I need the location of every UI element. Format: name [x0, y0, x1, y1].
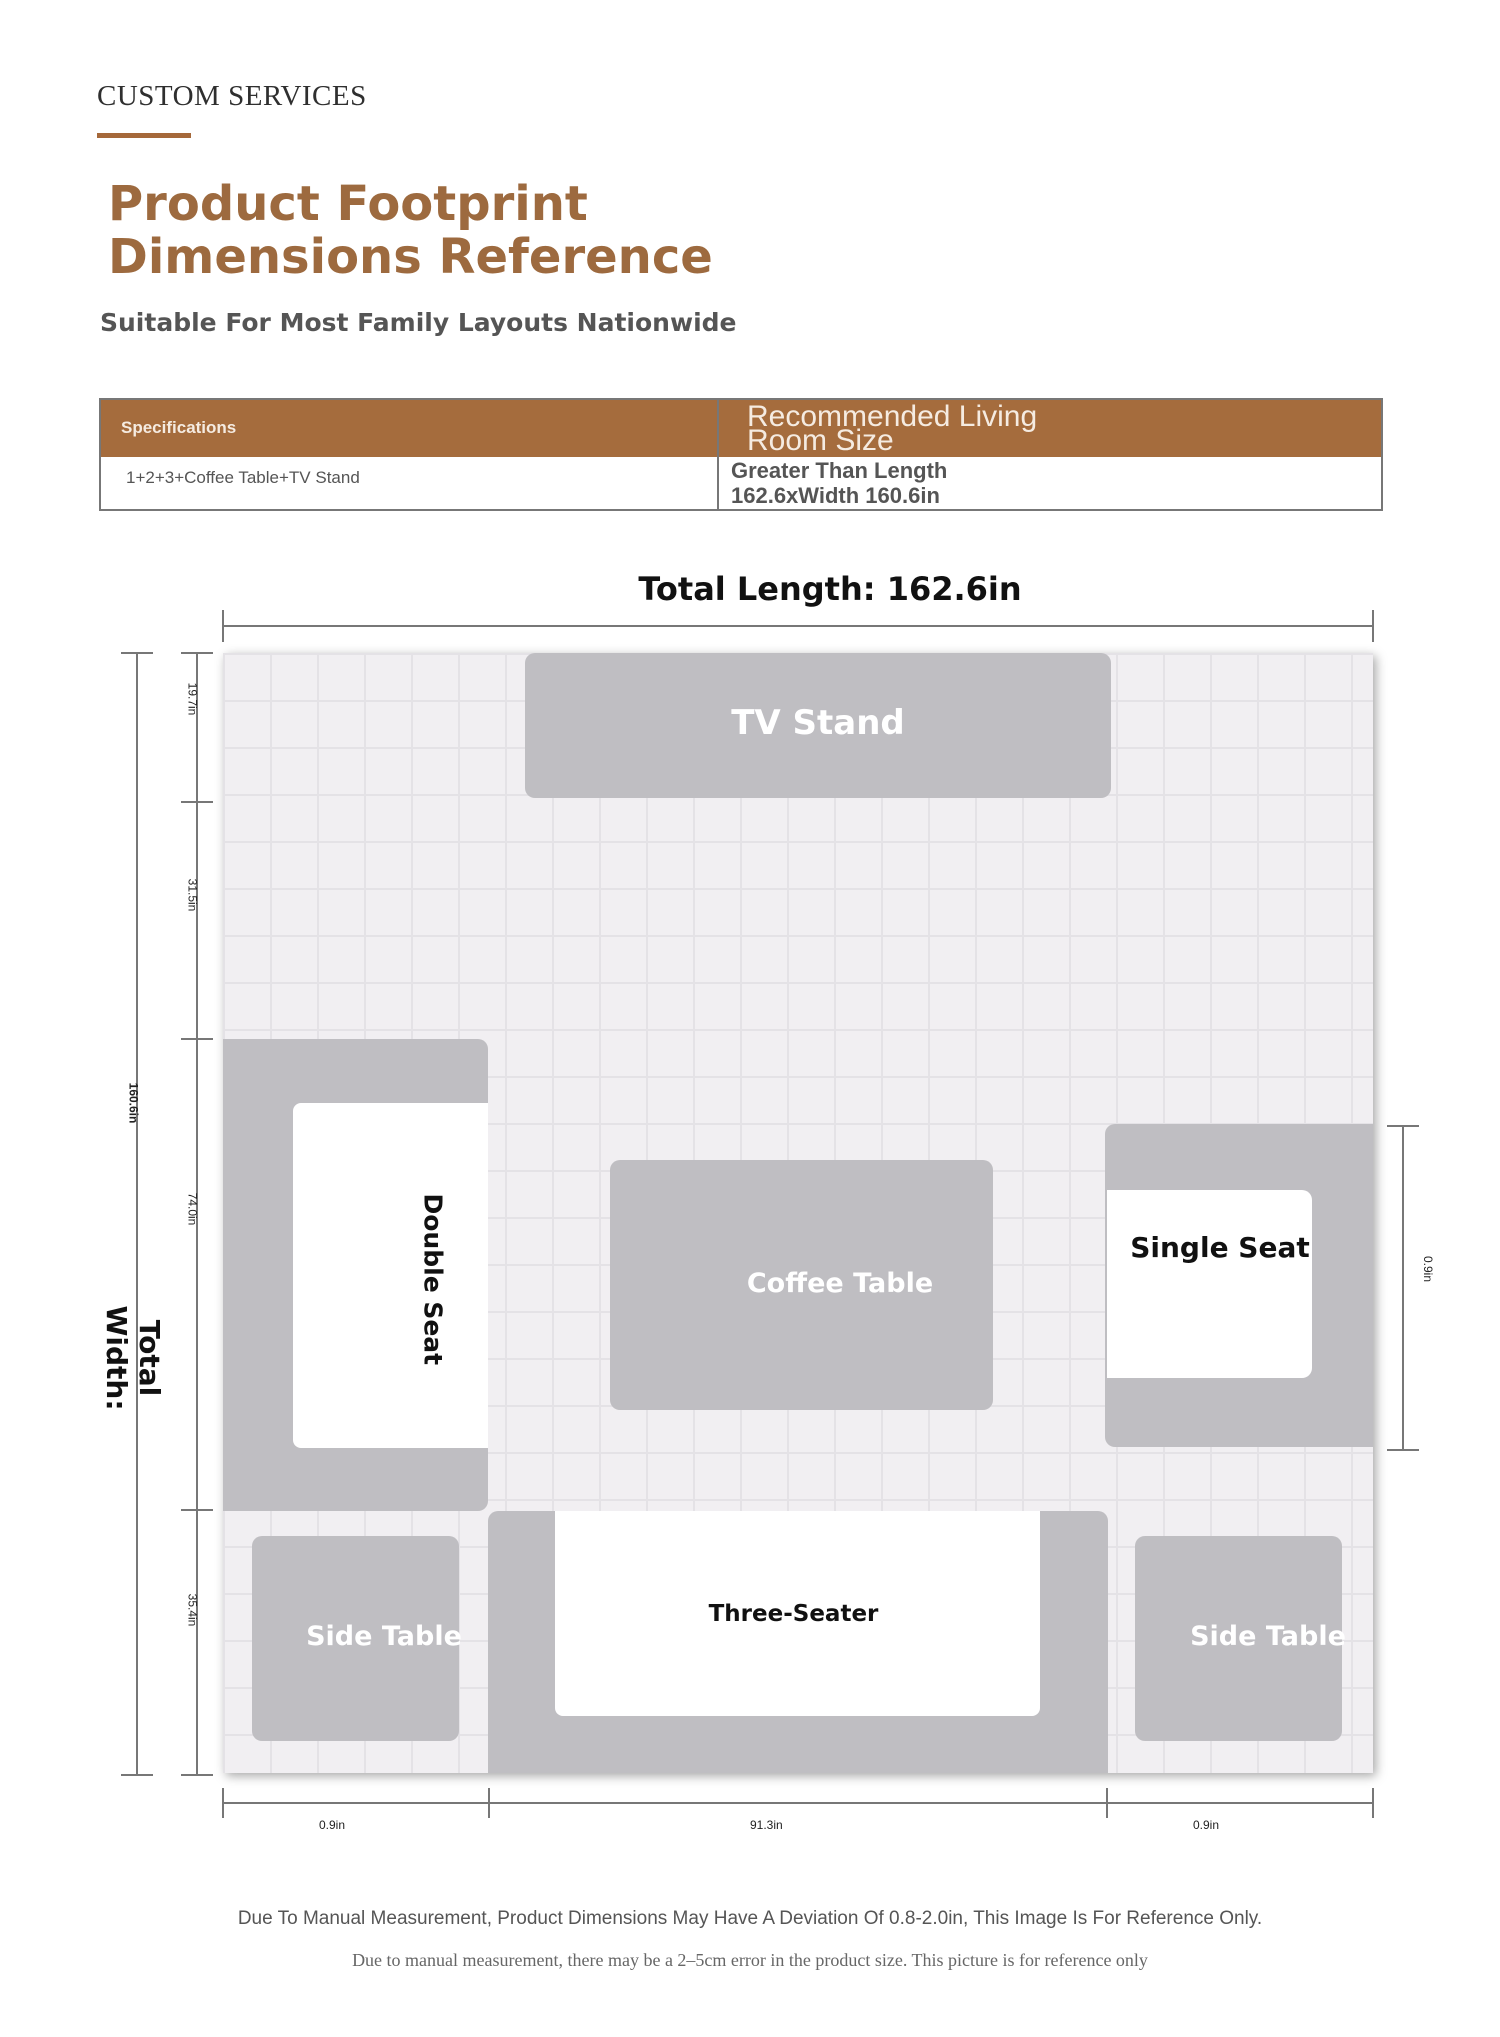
dim-total-width-value: 160.6in: [126, 1082, 141, 1124]
dim-double-seat-length: 74.0in: [185, 1192, 200, 1226]
page-title: Product Footprint Dimensions Reference: [108, 176, 713, 285]
total-width-label: Total Width:: [100, 1305, 166, 1411]
dim-bottom-middle: 91.3in: [750, 1818, 783, 1832]
side-table-left-label: Side Table: [306, 1621, 462, 1652]
dim-bottom-right: 0.9in: [1193, 1818, 1220, 1832]
dim-bottom-left: 0.9in: [319, 1818, 346, 1832]
double-seat-cushion: [293, 1103, 488, 1448]
spec-column-divider: [717, 400, 719, 509]
three-seater-label: Three-Seater: [708, 1601, 879, 1627]
footnote-deviation: Due To Manual Measurement, Product Dimen…: [237, 1908, 1263, 1929]
coffee-table: Coffee Table: [610, 1160, 993, 1410]
three-seater-cushion: [555, 1511, 1040, 1716]
brand-name: CUSTOM SERVICES: [97, 80, 367, 112]
spec-table-header: Specifications Recommended Living Room S…: [101, 400, 1381, 457]
footnote-metric: Due to manual measurement, there may be …: [352, 1950, 1148, 1970]
double-seat-label: Double Seat: [418, 1193, 448, 1366]
spec-table: Specifications Recommended Living Room S…: [99, 398, 1383, 511]
coffee-table-label: Coffee Table: [746, 1268, 934, 1299]
side-table-left: Side Table: [252, 1536, 462, 1741]
three-seater: Three-Seater: [488, 1511, 1108, 1773]
page-subtitle: Suitable For Most Family Layouts Nationw…: [100, 308, 737, 337]
dim-single-seat: 0.9in: [1421, 1255, 1436, 1283]
brand-underline: [97, 133, 191, 138]
single-seat: Single Seat: [1105, 1124, 1373, 1447]
side-table-right: Side Table: [1135, 1536, 1346, 1741]
dim-tv-gap: 31.5in: [185, 878, 200, 912]
spec-col1-header: Specifications: [121, 418, 237, 437]
spec-col2-header: Recommended Living Room Size: [747, 400, 1038, 457]
single-seat-cushion: [1107, 1190, 1312, 1378]
dim-tv-depth: 19.7in: [185, 682, 200, 716]
total-length-label: Total Length: 162.6in: [638, 570, 1022, 608]
floor-plan: TV Stand Double Seat Coffee Table Single…: [223, 653, 1373, 1773]
spec-col1-value: 1+2+3+Coffee Table+TV Stand: [126, 468, 360, 487]
single-seat-label: Single Seat: [1130, 1231, 1310, 1264]
tv-stand: TV Stand: [525, 653, 1111, 798]
spec-col2-value: Greater Than Length 162.6xWidth 160.6in: [731, 458, 948, 508]
double-seat: Double Seat: [223, 1039, 488, 1511]
dim-side-depth: 35.4in: [185, 1593, 200, 1627]
side-table-right-label: Side Table: [1190, 1621, 1346, 1652]
tv-stand-label: TV Stand: [731, 703, 905, 743]
